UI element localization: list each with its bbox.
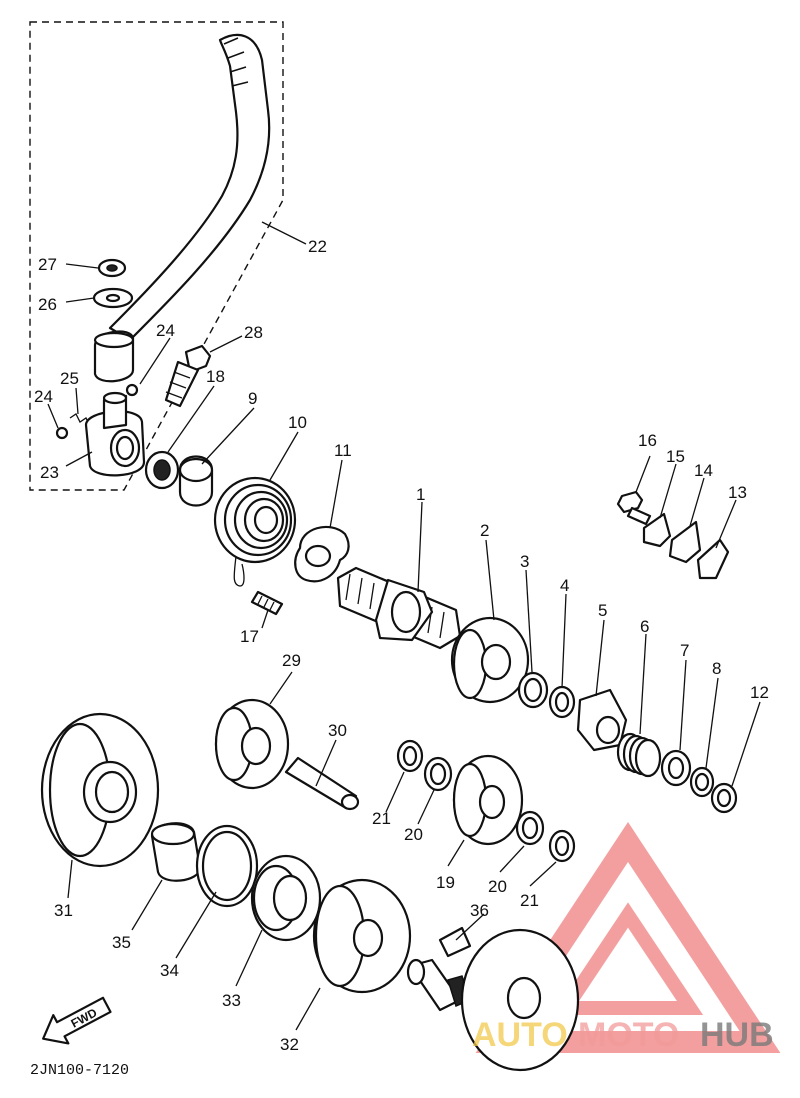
collar-9 — [178, 455, 214, 507]
kick-lever-group-outline — [29, 21, 284, 491]
circlip-4 — [548, 685, 576, 719]
callout-4: 4 — [560, 576, 569, 595]
watermark-text: AUTO MOTO HUB — [472, 1016, 774, 1054]
oil-seal-18 — [144, 450, 180, 490]
bearing-33 — [250, 854, 322, 942]
callout-24b: 24 — [34, 387, 53, 406]
callout-28: 28 — [244, 323, 263, 342]
callout-3: 3 — [520, 552, 529, 571]
circlip-21-upper — [396, 739, 424, 773]
watermark-logo — [475, 822, 781, 1053]
ratchet-wheel-2 — [450, 616, 530, 704]
washer-26 — [92, 287, 134, 309]
pin-17 — [250, 590, 284, 616]
callout-6: 6 — [640, 617, 649, 636]
watermark-auto: AUTO — [472, 1016, 568, 1054]
callout-9: 9 — [248, 389, 257, 408]
callout-25: 25 — [60, 369, 79, 388]
shaft-30 — [284, 756, 360, 811]
torsion-spring-10 — [213, 476, 297, 587]
clip-5 — [576, 688, 628, 752]
callout-10: 10 — [288, 413, 307, 432]
callout-16: 16 — [638, 431, 657, 450]
washer-12 — [710, 782, 738, 814]
callout-2: 2 — [480, 521, 489, 540]
callout-35: 35 — [112, 933, 131, 952]
bolt-16 — [616, 490, 652, 526]
bolt-28 — [164, 344, 212, 408]
callout-17: 17 — [240, 627, 259, 646]
callout-1: 1 — [416, 485, 425, 504]
callout-8: 8 — [712, 659, 721, 678]
callout-30: 30 — [328, 721, 347, 740]
callout-22: 22 — [308, 237, 327, 256]
callout-24a: 24 — [156, 321, 175, 340]
callout-15: 15 — [666, 447, 685, 466]
nut-27 — [97, 258, 127, 278]
callout-29: 29 — [282, 651, 301, 670]
kick-crank-arm — [93, 33, 271, 383]
callout-12: 12 — [750, 683, 769, 702]
callout-20b: 20 — [488, 877, 507, 896]
washer-20-lower — [515, 810, 545, 846]
clip-36 — [438, 926, 472, 958]
kick-boss-23 — [84, 391, 146, 477]
primary-driven-gear-31 — [40, 712, 160, 868]
watermark-moto: MOTO — [578, 1016, 679, 1054]
gear-32 — [312, 878, 412, 994]
spring-guide-11 — [294, 525, 350, 583]
circlip-3 — [517, 671, 549, 709]
callout-23: 23 — [40, 463, 59, 482]
kick-axle-1 — [336, 566, 462, 650]
circlip-34 — [195, 824, 259, 908]
ball-24-lower — [55, 426, 69, 440]
callout-13: 13 — [728, 483, 747, 502]
washer-20-upper — [423, 756, 453, 792]
drawing-code: 2JN100-7120 — [30, 1062, 129, 1079]
callout-20a: 20 — [404, 825, 423, 844]
watermark-hub: HUB — [700, 1016, 774, 1054]
collar-35 — [150, 822, 202, 882]
kick-idle-shaft — [406, 928, 580, 1072]
callout-labels: 1 2 3 4 5 6 7 8 9 10 11 12 13 14 15 16 1… — [34, 237, 769, 1054]
callout-27: 27 — [38, 255, 57, 274]
callout-32: 32 — [280, 1035, 299, 1054]
callout-34: 34 — [160, 961, 179, 980]
callout-21b: 21 — [520, 891, 539, 910]
callout-14: 14 — [694, 461, 713, 480]
callout-5: 5 — [598, 601, 607, 620]
gear-19 — [452, 754, 524, 846]
callout-18: 18 — [206, 367, 225, 386]
callout-33: 33 — [222, 991, 241, 1010]
circlip-8 — [689, 766, 715, 798]
ball-24-upper — [125, 383, 139, 397]
callout-19: 19 — [436, 873, 455, 892]
washer-7 — [660, 749, 692, 787]
leader-lines — [47, 221, 761, 1031]
callout-26: 26 — [38, 295, 57, 314]
stopper-14 — [668, 520, 702, 564]
plate-13 — [696, 538, 730, 580]
callout-21a: 21 — [372, 809, 391, 828]
callout-36: 36 — [470, 901, 489, 920]
callout-7: 7 — [680, 641, 689, 660]
spring-6 — [616, 732, 662, 778]
forward-direction-arrow: FWD — [42, 996, 112, 1045]
idle-gear-29 — [214, 698, 290, 790]
callout-31: 31 — [54, 901, 73, 920]
callout-11: 11 — [334, 441, 352, 460]
circlip-21-lower — [548, 829, 576, 863]
